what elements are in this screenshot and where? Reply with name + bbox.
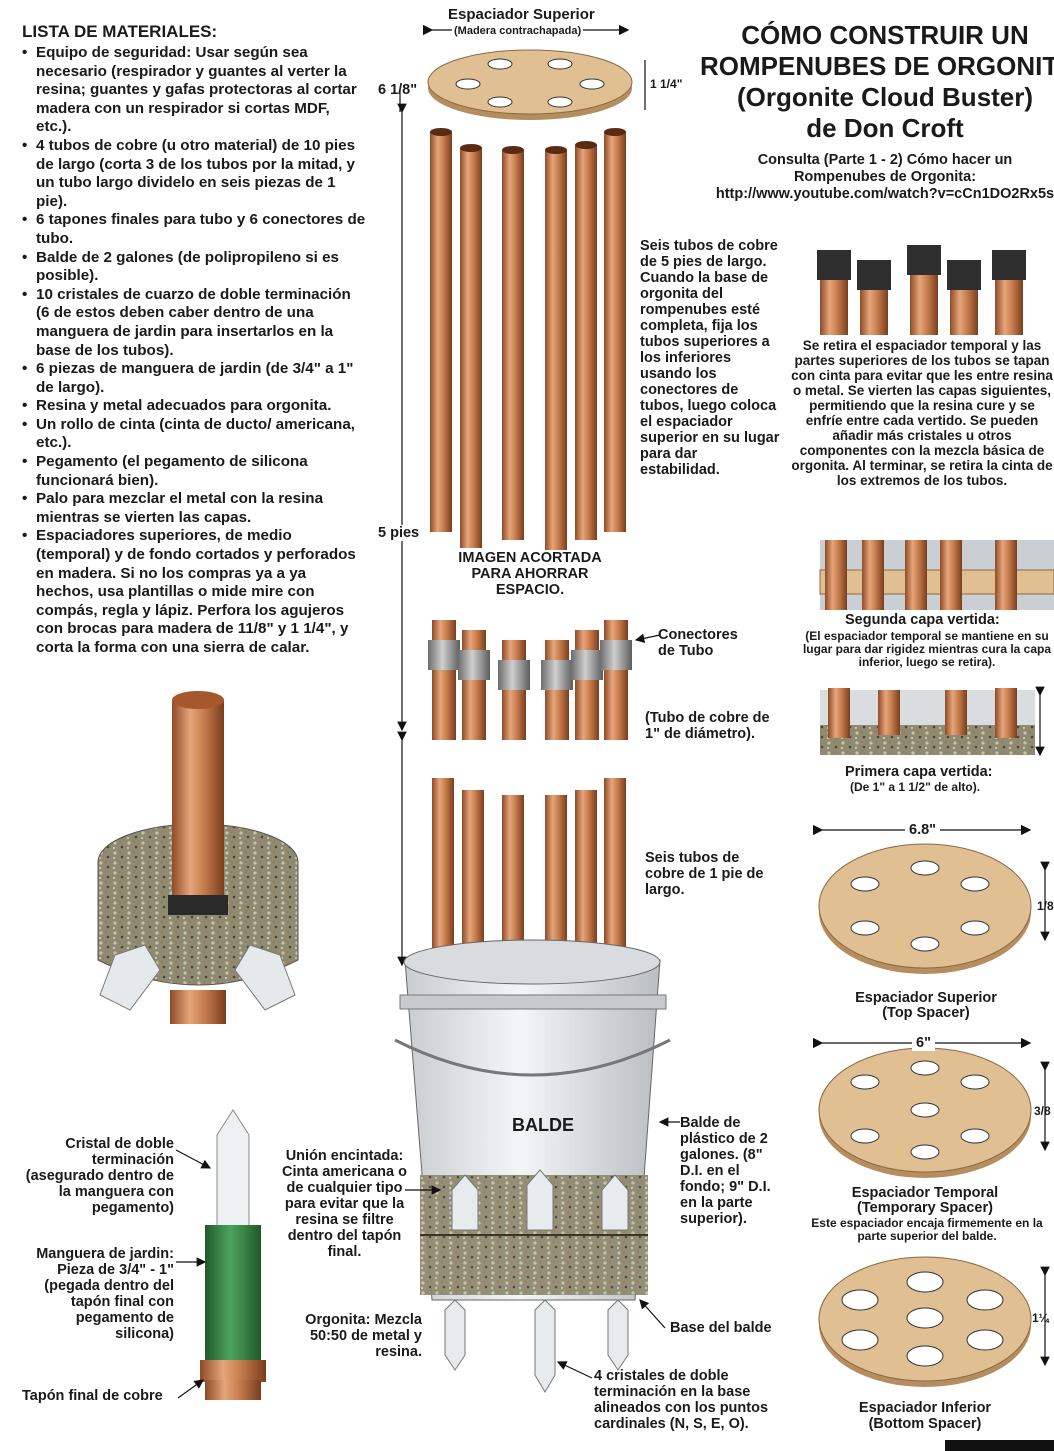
temp-spacer-label: Espaciador Temporal: [851, 1185, 999, 1201]
bucket-base-label: Base del balde: [670, 1320, 772, 1336]
dim-1-1-4: 1 1/4": [650, 77, 683, 91]
consult-reference: Consulta (Parte 1 - 2) Cómo hacer un Rom…: [690, 152, 1054, 203]
orgonite-note: Orgonita: Mezcla 50:50 de metal y resina…: [305, 1312, 422, 1360]
second-layer-figure: [819, 540, 1054, 610]
materials-item: Balde de 2 galones (de polipropileno si …: [22, 249, 367, 286]
materials-item: 6 piezas de manguera de jardin (de 3/4" …: [22, 360, 367, 397]
title-line: CÓMO CONSTRUIR UN: [741, 20, 1029, 50]
title-line: ROMPENUBES DE ORGONITA: [700, 51, 1054, 81]
top-spacer-disc: [427, 49, 633, 120]
copper-tube-label: (Tubo de cobre de 1" de diámetro).: [645, 710, 770, 742]
dim-6: 6": [912, 1035, 935, 1051]
materials-item: 6 tapones finales para tubo y 6 conector…: [22, 211, 367, 248]
leader-arrows: [175, 633, 680, 1399]
temp-spacer-en: (Temporary Spacer): [857, 1200, 993, 1216]
top-spacer-template-en: (Top Spacer): [882, 1005, 970, 1021]
capped-tubes: [817, 245, 1026, 335]
short-tubes-note: Seis tubos de cobre de 1 pie de largo.: [645, 850, 764, 898]
long-tubes-note: Seis tubos de cobre de 5 pies de largo. …: [640, 238, 780, 478]
materials-item: Palo para mezclar el metal con la resina…: [22, 490, 367, 527]
top-spacer-sublabel: (Madera contrachapada): [452, 25, 584, 37]
dim-5-ft: 5 pies: [378, 525, 420, 541]
hose-label: Manguera de jardin: Pieza de 3/4" - 1" (…: [36, 1246, 174, 1342]
page-title: CÓMO CONSTRUIR UN ROMPENUBES DE ORGONITA…: [700, 20, 1054, 144]
copper-cap-label: Tapón final de cobre: [22, 1388, 163, 1404]
temp-spacer-note: Este espaciador encaja firmemente en la …: [811, 1216, 1043, 1243]
materials-item: Espaciadores superiores, de medio (tempo…: [22, 527, 367, 657]
bottom-spacer-template: [818, 1256, 1050, 1387]
second-layer-title: Segunda capa vertida:: [845, 612, 1000, 628]
dim-1-1-4-right: 1¼: [1032, 1311, 1049, 1325]
connector-tubes: [428, 620, 632, 740]
dim-6-1-8: 6 1/8": [378, 82, 418, 98]
top-spacer-template-label: Espaciador Superior: [855, 990, 997, 1006]
short-tubes: [432, 778, 626, 985]
materials-item: Equipo de seguridad: Usar según sea nece…: [22, 44, 367, 137]
dim-6-8: 6.8": [905, 822, 941, 838]
long-tubes: [430, 128, 626, 550]
connectors-label: Conectores de Tubo: [658, 627, 738, 659]
materials-list: Equipo de seguridad: Usar según sea nece…: [22, 44, 367, 658]
taped-union-note: Unión encintada: Cinta americana o de cu…: [282, 1148, 407, 1260]
title-line: (Orgonite Cloud Buster): [736, 82, 1034, 112]
materials-item: Un rollo de cinta (cinta de ducto/ ameri…: [22, 416, 367, 453]
temp-removed-note: Se retira el espaciador temporal y las p…: [791, 338, 1053, 488]
materials-item: Pegamento (el pegamento de silicona func…: [22, 453, 367, 490]
title-line: de Don Croft: [806, 113, 964, 143]
bottom-spacer-en: (Bottom Spacer): [868, 1416, 982, 1432]
shortened-note: IMAGEN ACORTADA PARA AHORRAR ESPACIO.: [458, 550, 602, 598]
top-spacer-label: Espaciador Superior: [448, 6, 595, 23]
bucket-label: BALDE: [512, 1115, 574, 1135]
first-layer-note: (De 1" a 1 1/2" de alto).: [850, 780, 981, 794]
materials-item: Resina y metal adecuados para orgonita.: [22, 397, 367, 416]
top-spacer-template: [812, 824, 1050, 974]
materials-item: 10 cristales de cuarzo de doble terminac…: [22, 286, 367, 360]
crystal-in-hose: [200, 1109, 266, 1400]
corner-bar: [945, 1440, 1054, 1451]
materials-title: LISTA DE MATERIALES:: [22, 22, 218, 41]
base-cutaway: [97, 691, 299, 1024]
first-layer-title: Primera capa vertida:: [845, 764, 993, 780]
bottom-spacer-label: Espaciador Inferior: [858, 1400, 992, 1416]
consult-line: Consulta (Parte 1 - 2) Cómo hacer un: [757, 152, 1013, 168]
second-layer-note: (El espaciador temporal se mantiene en s…: [802, 629, 1052, 669]
video-link[interactable]: http://www.youtube.com/watch?v=cCn1DO2Rx…: [715, 186, 1054, 202]
bucket-crystals: [444, 1169, 629, 1393]
first-layer-figure: [820, 686, 1045, 757]
temp-spacer-template: [812, 1037, 1050, 1178]
dim-3-8: 3/8: [1034, 1104, 1051, 1118]
crystal-label: Cristal de doble terminación (asegurado …: [25, 1136, 174, 1216]
dim-1-8: 1/8: [1037, 899, 1054, 913]
base-crystals-note: 4 cristales de doble terminación en la b…: [594, 1368, 769, 1432]
bucket-description: Balde de plástico de 2 galones. (8" D.I.…: [680, 1115, 771, 1227]
materials-item: 4 tubos de cobre (u otro material) de 10…: [22, 137, 367, 211]
consult-line: Rompenubes de Orgonita:: [793, 169, 977, 185]
